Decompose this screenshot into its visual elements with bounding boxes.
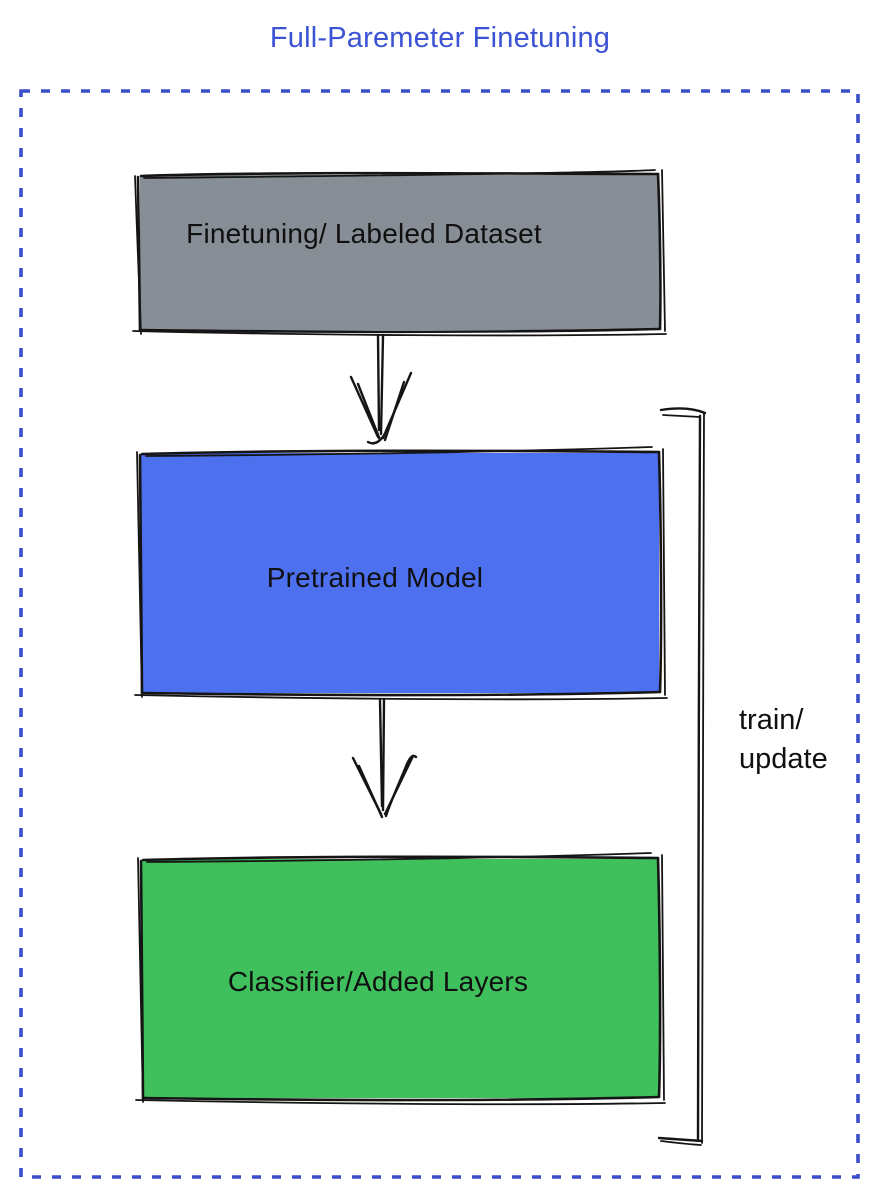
- arrow-dataset-to-pretrained: [349, 334, 413, 445]
- finetuning-dataset-label: Finetuning/ Labeled Dataset: [186, 218, 542, 249]
- dotted-boundary-frame: [19, 89, 860, 1179]
- finetuning-dataset-box: [132, 169, 667, 337]
- classifier-layers-label: Classifier/Added Layers: [227, 966, 529, 997]
- classifier-layers-box: [135, 852, 666, 1106]
- diagram-title: Full-Paremeter Finetuning: [269, 22, 611, 54]
- pretrained-model-box: [134, 446, 668, 701]
- arrow-pretrained-to-classifier: [351, 698, 418, 819]
- train-update-label: train/ update: [739, 704, 828, 775]
- train-update-bracket: [657, 407, 707, 1146]
- pretrained-model-label: Pretrained Model: [266, 562, 484, 593]
